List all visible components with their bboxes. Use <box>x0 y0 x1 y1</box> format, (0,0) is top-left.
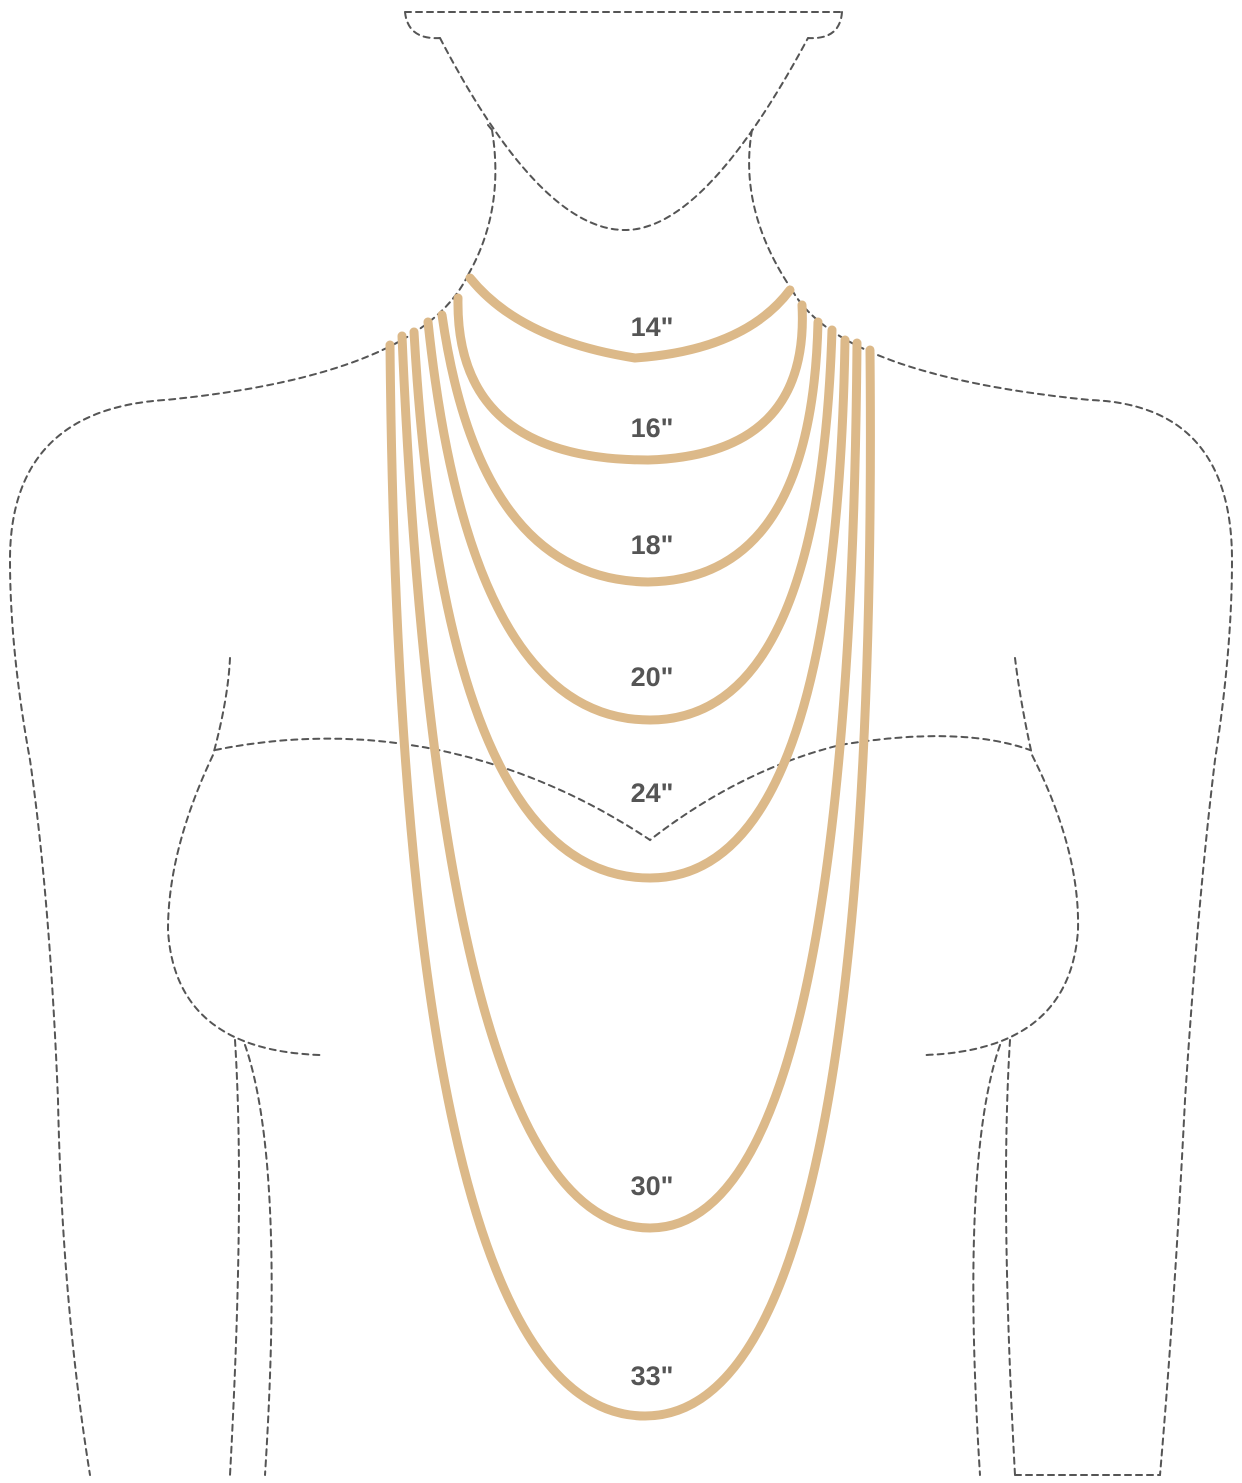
body-outline <box>10 12 1232 1475</box>
label-14: 14" <box>631 312 674 342</box>
bust-left <box>168 658 320 1055</box>
neck-right <box>749 130 792 290</box>
label-20: 20" <box>631 662 674 692</box>
chain-30 <box>402 336 857 1228</box>
bust-right <box>925 658 1078 1055</box>
neck-left <box>468 125 495 275</box>
label-24: 24" <box>631 778 674 808</box>
label-18: 18" <box>631 530 674 560</box>
chain-24 <box>414 332 845 878</box>
shoulder-left <box>10 275 468 1475</box>
label-16: 16" <box>631 413 674 443</box>
chest-line <box>215 736 1030 840</box>
necklace-chains <box>390 278 870 1416</box>
arm-right <box>973 1040 1015 1475</box>
label-30: 30" <box>631 1171 674 1201</box>
label-33: 33" <box>631 1361 674 1391</box>
arm-left <box>230 1040 272 1475</box>
head-outline <box>405 12 842 230</box>
